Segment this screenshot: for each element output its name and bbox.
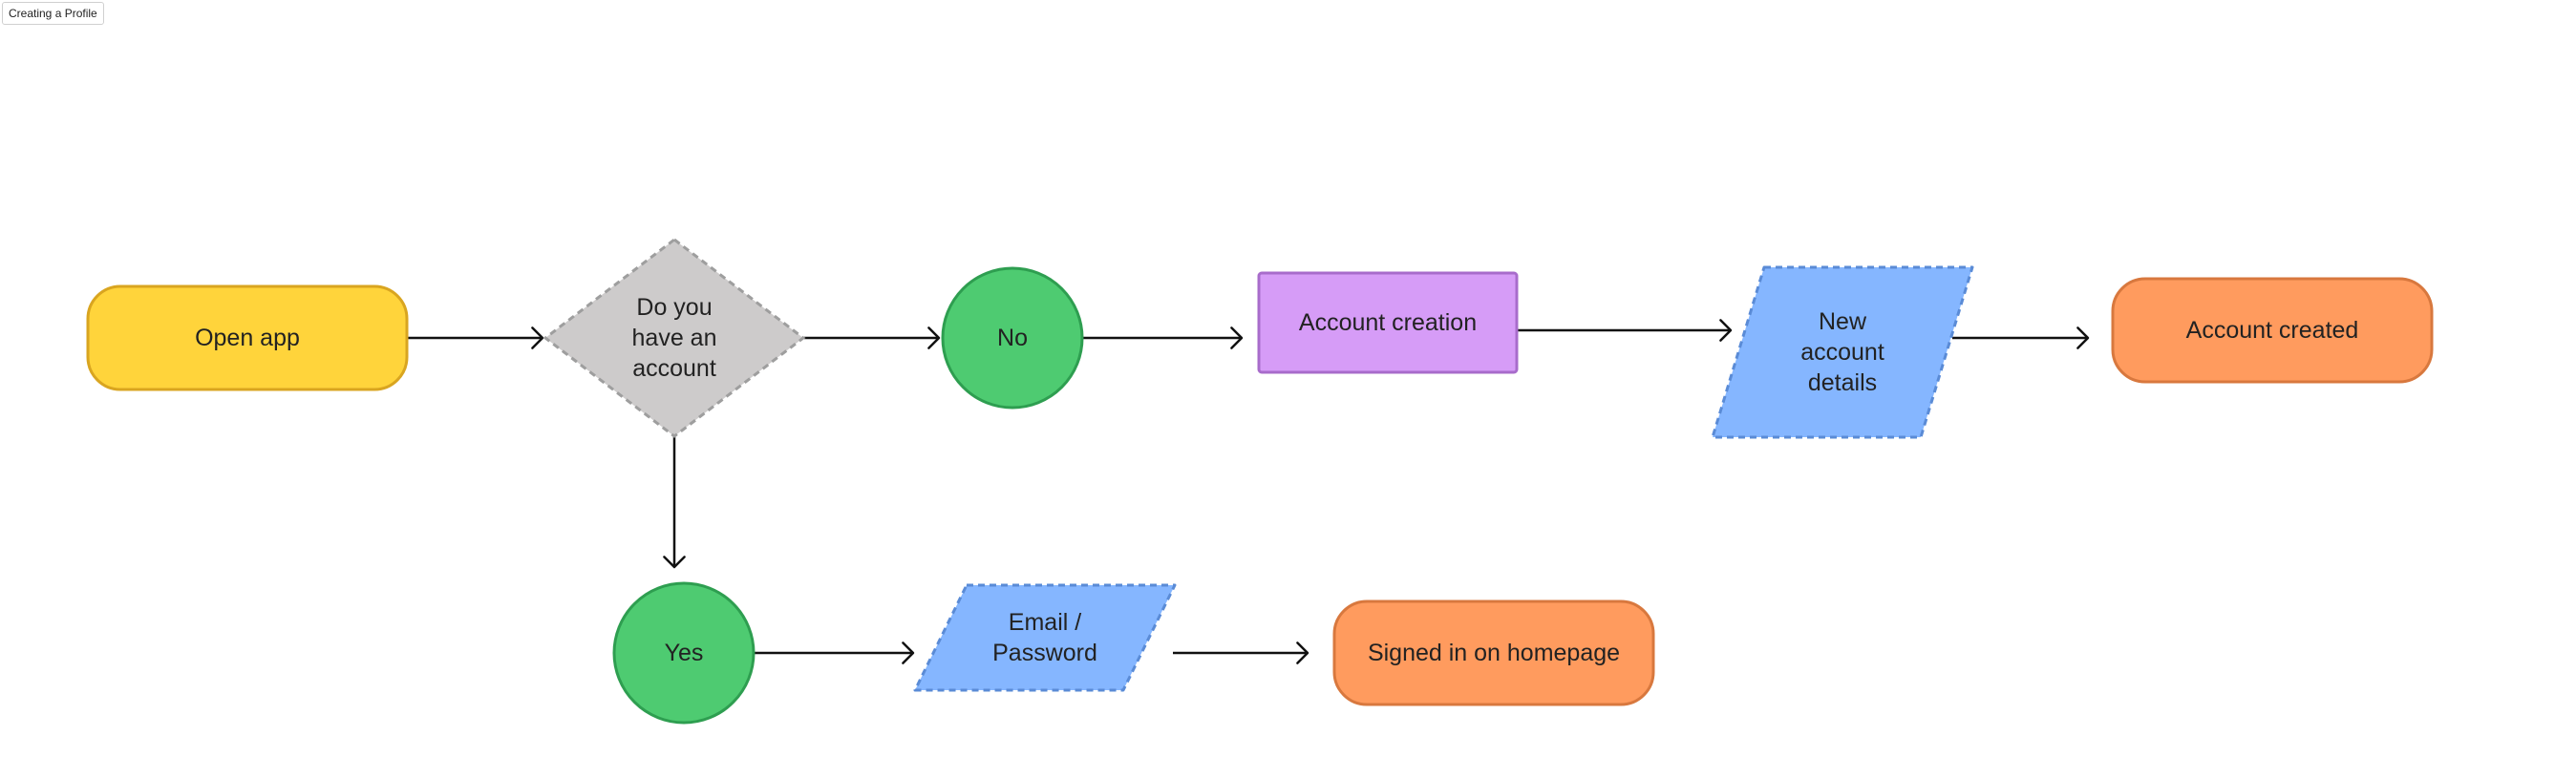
circle-shape bbox=[612, 581, 756, 725]
edge-decision-to-no[interactable] bbox=[804, 326, 941, 349]
arrowhead-icon bbox=[2076, 326, 2090, 349]
process-rect-shape bbox=[1257, 271, 1519, 374]
node-label-line: Email / bbox=[1009, 609, 1081, 636]
node-label-line: details bbox=[1808, 369, 1877, 396]
node-label-line: Account created bbox=[2186, 317, 2359, 344]
node-label-line: account bbox=[632, 355, 716, 382]
terminator-shape bbox=[86, 284, 409, 391]
node-label-line: Yes bbox=[665, 640, 704, 666]
arrowhead-icon bbox=[902, 641, 915, 664]
node-signed-in[interactable]: Signed in on homepage bbox=[1332, 599, 1655, 706]
node-label-line: Signed in on homepage bbox=[1368, 640, 1620, 666]
diagram-title[interactable]: Creating a Profile bbox=[2, 2, 104, 25]
decision-diamond-shape bbox=[543, 238, 806, 438]
node-label: No bbox=[997, 325, 1028, 351]
node-yes[interactable]: Yes bbox=[612, 581, 756, 725]
edge-yes-to-email-password[interactable] bbox=[755, 641, 915, 664]
edge-email-password-to-signed-in[interactable] bbox=[1173, 641, 1309, 664]
node-label: Signed in on homepage bbox=[1368, 640, 1620, 666]
circle-shape bbox=[941, 266, 1084, 410]
arrowhead-icon bbox=[927, 326, 941, 349]
node-account-creation[interactable]: Account creation bbox=[1257, 271, 1519, 374]
node-decision[interactable]: Do you have an account bbox=[543, 238, 806, 438]
edge-account-creation-to-new-account-details[interactable] bbox=[1518, 319, 1733, 342]
edge-open-app-to-decision[interactable] bbox=[407, 326, 544, 349]
edge-new-account-details-to-account-created[interactable] bbox=[1952, 326, 2090, 349]
node-label-line: No bbox=[997, 325, 1028, 351]
node-account-created[interactable]: Account created bbox=[2111, 277, 2434, 384]
arrowhead-icon bbox=[1230, 326, 1244, 349]
arrowhead-icon bbox=[1296, 641, 1309, 664]
nodes-layer: Open app Do you have an account No Account cr… bbox=[86, 238, 2434, 725]
arrowhead-icon bbox=[1719, 319, 1733, 342]
data-parallelogram-shape bbox=[913, 583, 1177, 692]
node-new-account-details[interactable]: New account details bbox=[1711, 265, 1974, 439]
node-label: Account creation bbox=[1299, 309, 1477, 336]
node-no[interactable]: No bbox=[941, 266, 1084, 410]
node-label: Yes bbox=[665, 640, 704, 666]
node-open-app[interactable]: Open app bbox=[86, 284, 409, 391]
node-label-line: Account creation bbox=[1299, 309, 1477, 336]
terminator-shape bbox=[2111, 277, 2434, 384]
node-label: Account created bbox=[2186, 317, 2359, 344]
node-email-password[interactable]: Email / Password bbox=[913, 583, 1177, 692]
arrowhead-icon bbox=[663, 556, 686, 569]
node-label: New account details bbox=[1800, 308, 1884, 396]
edges-layer bbox=[407, 319, 2090, 664]
node-label: Open app bbox=[195, 325, 300, 351]
node-label-line: New bbox=[1819, 308, 1867, 335]
node-label-line: account bbox=[1800, 339, 1884, 366]
node-label: Do you have an account bbox=[632, 294, 717, 382]
edge-decision-to-yes[interactable] bbox=[663, 437, 686, 569]
node-label-line: Do you bbox=[636, 294, 712, 321]
node-label-line: Open app bbox=[195, 325, 300, 351]
node-label-line: have an bbox=[632, 325, 717, 351]
terminator-shape bbox=[1332, 599, 1655, 706]
data-parallelogram-shape bbox=[1711, 265, 1974, 439]
node-label-line: Password bbox=[992, 640, 1097, 666]
node-label: Email / Password bbox=[992, 609, 1097, 666]
edge-no-to-account-creation[interactable] bbox=[1083, 326, 1244, 349]
arrowhead-icon bbox=[531, 326, 544, 349]
